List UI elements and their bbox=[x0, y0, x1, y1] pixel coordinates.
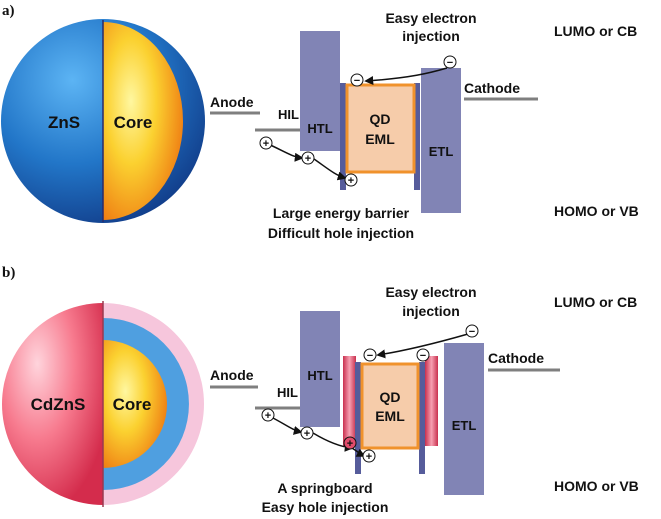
panel-a-htl-label: HTL bbox=[307, 121, 332, 136]
svg-text:+: + bbox=[304, 428, 310, 440]
panel-a-shell-label: ZnS bbox=[48, 113, 80, 132]
panel-a-hole-arrow-2 bbox=[313, 158, 347, 181]
panel-a-bottom-note-line2: Difficult hole injection bbox=[268, 225, 414, 241]
panel-a-homo-label: HOMO or VB bbox=[554, 203, 639, 219]
panel-a-core-label: Core bbox=[114, 113, 153, 132]
panel-b-eml-label-line1: QD bbox=[380, 389, 401, 405]
svg-text:+: + bbox=[305, 153, 311, 165]
panel-b-electron-injected: − bbox=[363, 348, 377, 362]
panel-a-hole-htl: + bbox=[301, 151, 315, 165]
svg-text:−: − bbox=[420, 350, 426, 362]
panel-b-label: b) bbox=[2, 265, 15, 281]
panel-a-core bbox=[103, 22, 183, 220]
panel-b-left-interface bbox=[355, 362, 361, 474]
panel-b-bottom-note-line2: Easy hole injection bbox=[262, 499, 389, 515]
panel-a-electron-arrow bbox=[364, 67, 448, 85]
panel-b-shell-label: CdZnS bbox=[31, 395, 86, 414]
panel-a-anode-label: Anode bbox=[210, 94, 254, 110]
panel-a-eml-label-line1: QD bbox=[370, 111, 391, 127]
panel-b: b) CdZnS Core Anode HIL HTL QD EML bbox=[2, 265, 639, 515]
panel-a-etl-label: ETL bbox=[429, 144, 454, 159]
panel-b-left-springboard bbox=[343, 356, 356, 446]
panel-b-bottom-note-line1: A springboard bbox=[277, 480, 372, 496]
panel-a-top-note-line1: Easy electron bbox=[385, 10, 476, 26]
svg-text:+: + bbox=[263, 138, 269, 150]
panel-a-cathode-label: Cathode bbox=[464, 80, 520, 96]
panel-a-htl-block bbox=[300, 31, 340, 151]
panel-a-right-interface bbox=[414, 83, 420, 190]
panel-b-hole-springboard: + bbox=[343, 436, 357, 450]
panel-b-eml-label-line2: EML bbox=[375, 408, 405, 424]
panel-a-etl-block bbox=[421, 68, 461, 213]
panel-a-hole-arrow-1 bbox=[267, 143, 304, 162]
panel-b-htl-block bbox=[300, 311, 340, 427]
panel-b-core-label: Core bbox=[113, 395, 152, 414]
panel-b-right-springboard bbox=[425, 356, 438, 446]
panel-b-hole-arrow-1 bbox=[270, 416, 303, 435]
panel-a-hole-anode: + bbox=[259, 136, 273, 150]
panel-a-nanoparticle: ZnS Core bbox=[1, 19, 205, 223]
panel-a: a) ZnS Core Anode HIL HTL QD EML ETL Ca bbox=[1, 3, 639, 241]
panel-a-label: a) bbox=[2, 3, 15, 19]
svg-text:+: + bbox=[347, 438, 353, 450]
panel-b-cathode-label: Cathode bbox=[488, 350, 544, 366]
panel-b-anode-label: Anode bbox=[210, 367, 254, 383]
panel-b-top-note-line2: injection bbox=[402, 303, 460, 319]
panel-b-right-interface bbox=[419, 362, 425, 474]
panel-b-shell-left bbox=[2, 303, 103, 505]
panel-a-hole-blocked: + bbox=[344, 173, 358, 187]
panel-b-electron-arrow bbox=[376, 333, 469, 359]
panel-b-etl-label: ETL bbox=[452, 418, 477, 433]
panel-b-etl-block bbox=[444, 343, 484, 495]
svg-text:−: − bbox=[469, 326, 475, 338]
panel-a-electron-source: − bbox=[443, 55, 457, 69]
panel-a-left-interface bbox=[340, 83, 346, 190]
panel-b-hole-anode: + bbox=[261, 408, 275, 422]
panel-b-electron-source: − bbox=[465, 324, 479, 338]
panel-b-eml-block bbox=[360, 362, 420, 450]
svg-text:+: + bbox=[348, 175, 354, 187]
svg-text:+: + bbox=[366, 451, 372, 463]
panel-b-electron-springboard: − bbox=[416, 348, 430, 362]
svg-text:−: − bbox=[354, 75, 360, 87]
panel-b-core bbox=[103, 340, 167, 468]
panel-b-nanoparticle: CdZnS Core bbox=[2, 301, 204, 507]
panel-b-hil-label: HIL bbox=[277, 385, 298, 400]
svg-text:−: − bbox=[367, 350, 373, 362]
panel-a-lumo-label: LUMO or CB bbox=[554, 23, 637, 39]
panel-a-electron-injected: − bbox=[350, 73, 364, 87]
panel-a-hil-label: HIL bbox=[278, 107, 299, 122]
panel-a-bottom-note-line1: Large energy barrier bbox=[273, 205, 410, 221]
panel-b-hole-injected: + bbox=[362, 449, 376, 463]
panel-b-htl-label: HTL bbox=[307, 368, 332, 383]
panel-a-eml-block bbox=[345, 83, 416, 174]
panel-a-eml-label-line2: EML bbox=[365, 131, 395, 147]
panel-b-top-note-line1: Easy electron bbox=[385, 284, 476, 300]
panel-b-homo-label: HOMO or VB bbox=[554, 478, 639, 494]
panel-b-hole-htl: + bbox=[300, 426, 314, 440]
panel-b-lumo-label: LUMO or CB bbox=[554, 294, 637, 310]
panel-a-top-note-line2: injection bbox=[402, 28, 460, 44]
svg-text:+: + bbox=[265, 410, 271, 422]
svg-text:−: − bbox=[447, 57, 453, 69]
